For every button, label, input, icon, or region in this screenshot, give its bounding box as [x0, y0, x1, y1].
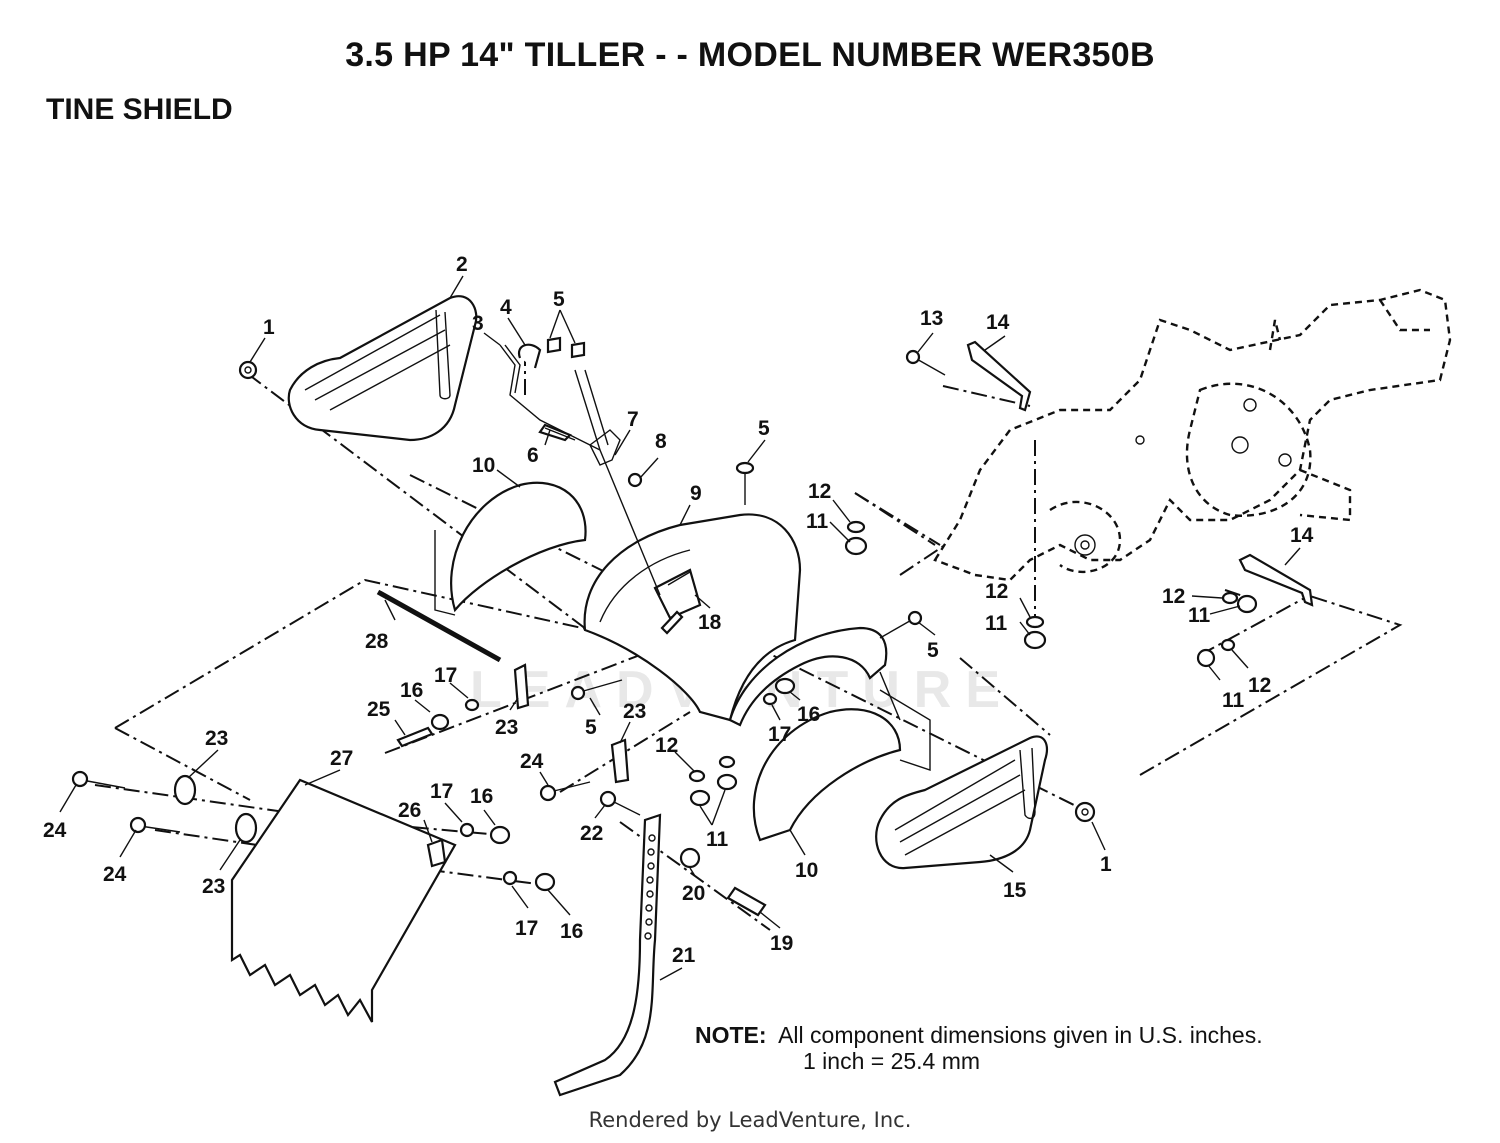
callout-14: 14 — [986, 311, 1010, 334]
callout-8: 8 — [655, 430, 667, 453]
callout-25: 25 — [367, 698, 391, 721]
part-14-bracket-lower — [1238, 553, 1314, 607]
callout-11: 11 — [706, 828, 729, 851]
callout-16: 16 — [560, 920, 583, 943]
callout-16: 16 — [400, 679, 423, 702]
leader-lines — [59, 275, 1301, 981]
callout-17: 17 — [515, 917, 538, 940]
callout-7: 7 — [627, 408, 639, 431]
callouts: 1 1 2 3 4 5 5 5 5 6 7 8 9 10 10 11 11 11… — [43, 253, 1314, 967]
note-line-1: All component dimensions given in U.S. i… — [778, 1022, 1263, 1048]
callout-16: 16 — [797, 703, 820, 726]
callout-17: 17 — [430, 780, 453, 803]
callout-21: 21 — [672, 944, 696, 967]
part-21-depth-stake — [553, 813, 662, 1097]
callout-11: 11 — [985, 612, 1008, 635]
callout-15: 15 — [1003, 879, 1027, 902]
callout-22: 22 — [580, 822, 603, 845]
callout-1: 1 — [1100, 853, 1112, 876]
callout-17: 17 — [768, 723, 791, 746]
callout-20: 20 — [682, 882, 705, 905]
callout-12: 12 — [985, 580, 1008, 603]
callout-12: 12 — [1248, 674, 1271, 697]
part-10-flap-upper — [434, 481, 587, 616]
dimension-note: NOTE: All component dimensions given in … — [695, 1022, 1263, 1074]
part-10-flap-lower — [752, 671, 931, 842]
callout-12: 12 — [655, 734, 678, 757]
callout-23: 23 — [202, 875, 225, 898]
callout-2: 2 — [456, 253, 468, 276]
callout-24: 24 — [520, 750, 544, 773]
tiller-frame-phantom — [933, 288, 1452, 582]
callout-23: 23 — [623, 700, 646, 723]
note-line-2: 1 inch = 25.4 mm — [803, 1048, 981, 1074]
fasteners — [71, 349, 1258, 917]
part-2-side-shield-left — [287, 295, 478, 442]
callout-16: 16 — [470, 785, 493, 808]
callout-5: 5 — [758, 417, 770, 440]
callout-10: 10 — [472, 454, 495, 477]
callout-18: 18 — [698, 611, 722, 634]
callout-10: 10 — [795, 859, 818, 882]
callout-11: 11 — [1222, 689, 1245, 712]
callout-24: 24 — [103, 863, 127, 886]
callout-23: 23 — [495, 716, 518, 739]
note-label: NOTE: — [695, 1022, 767, 1048]
callout-23: 23 — [205, 727, 228, 750]
callout-12: 12 — [808, 480, 831, 503]
callout-4: 4 — [500, 296, 512, 319]
callout-5: 5 — [585, 716, 597, 739]
page-title: 3.5 HP 14" TILLER - - MODEL NUMBER WER35… — [345, 36, 1155, 74]
callout-14: 14 — [1290, 524, 1314, 547]
callout-11: 11 — [806, 510, 829, 533]
section-title: TINE SHIELD — [46, 93, 233, 126]
part-27-drag-deflector — [230, 778, 457, 1023]
part-28-rod — [376, 589, 502, 663]
part-15-side-shield-right — [875, 735, 1048, 870]
callout-27: 27 — [330, 747, 353, 770]
footer-credit: Rendered by LeadVenture, Inc. — [588, 1108, 912, 1132]
callout-17: 17 — [434, 664, 457, 687]
callout-24: 24 — [43, 819, 67, 842]
callout-19: 19 — [770, 932, 793, 955]
callout-6: 6 — [527, 444, 539, 467]
callout-26: 26 — [398, 799, 421, 822]
part-9-tine-shield-hood — [583, 513, 888, 727]
callout-5: 5 — [553, 288, 565, 311]
part-14-bracket-upper — [966, 340, 1032, 412]
callout-3: 3 — [472, 312, 484, 335]
callout-28: 28 — [365, 630, 389, 653]
callout-5: 5 — [927, 639, 939, 662]
callout-13: 13 — [920, 307, 943, 330]
callout-12: 12 — [1162, 585, 1185, 608]
callout-1: 1 — [263, 316, 275, 339]
callout-11: 11 — [1188, 604, 1211, 627]
callout-9: 9 — [690, 482, 702, 505]
